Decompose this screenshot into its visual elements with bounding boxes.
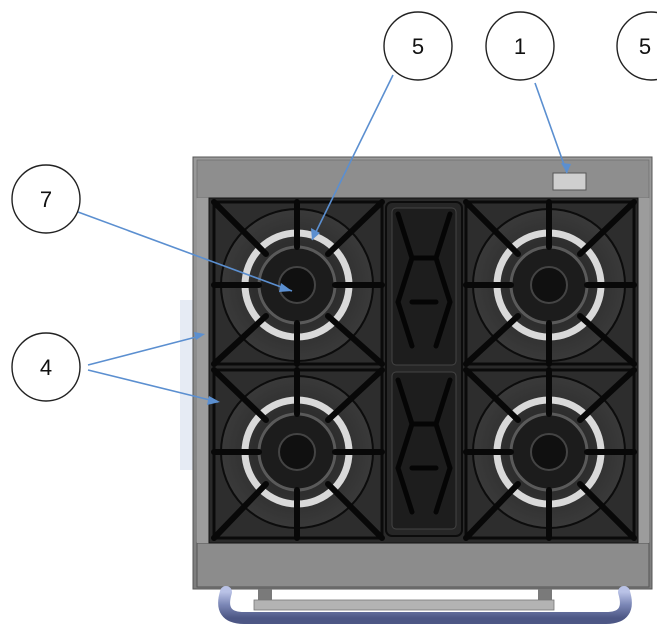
arrowhead-1 [561,163,571,173]
callout-1-label: 1 [514,34,526,59]
leader-lines [77,74,571,405]
front-panel [196,542,650,588]
leader-7 [77,211,293,292]
burner-front-left [211,199,385,367]
range-body [192,156,653,624]
callout-5-right: 5 [616,11,657,81]
control-box [552,172,587,191]
callout-5-top-label: 5 [412,34,424,59]
oven-handle [218,586,632,624]
leader-4a [87,335,201,366]
callout-4: 4 [11,332,81,402]
callout-5-right-label: 5 [639,34,651,59]
leader-4b [87,369,219,403]
callout-5-top: 5 [383,11,453,81]
callout-7-label: 7 [40,187,52,212]
leader-1 [534,82,568,174]
burner-back-right [463,367,637,541]
burner-back-left [211,367,385,541]
callout-4-label: 4 [40,355,52,380]
arrowhead-5 [311,228,320,240]
arrowhead-4a [194,332,205,340]
leader-5-top [311,74,394,241]
center-griddle [385,201,463,537]
arrowhead-4b [207,396,220,405]
arrowhead-7 [279,283,292,292]
callout-7: 7 [11,164,81,234]
burner-front-right [463,199,637,367]
side-left [197,198,209,543]
side-right [638,198,649,543]
callout-1: 1 [485,11,555,81]
